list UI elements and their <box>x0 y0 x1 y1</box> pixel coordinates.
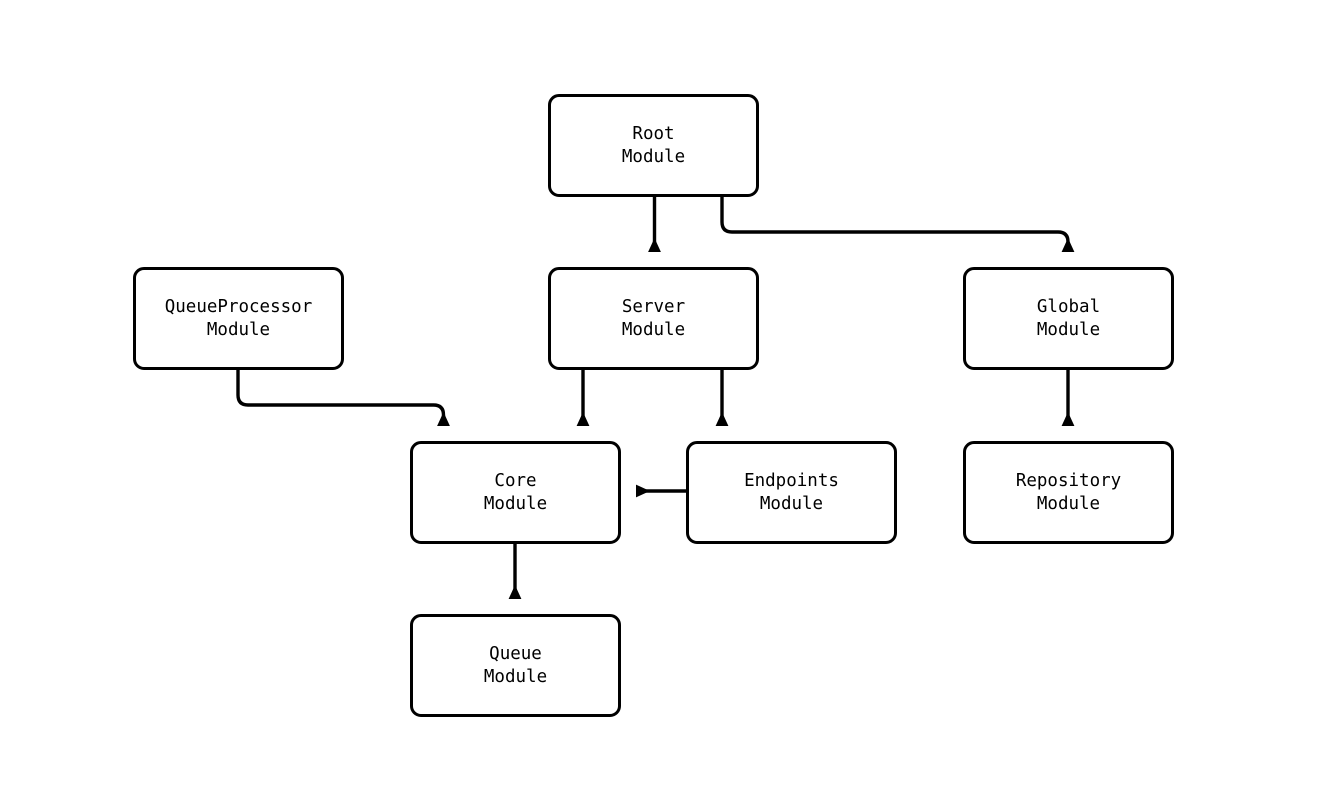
node-global-module[interactable]: Global Module <box>963 267 1174 370</box>
node-endpoints-module-label: Endpoints Module <box>744 471 839 514</box>
node-server-module-label: Server Module <box>621 297 686 340</box>
node-core-module-label: Core Module <box>483 471 548 514</box>
node-repository-module[interactable]: Repository Module <box>963 441 1174 544</box>
node-endpoints-module[interactable]: Endpoints Module <box>686 441 897 544</box>
node-root-module[interactable]: Root Module <box>548 94 759 197</box>
edge-root-to-global <box>720 197 1075 252</box>
edge-queueprocessor-to-core <box>236 370 450 426</box>
node-core-module[interactable]: Core Module <box>410 441 621 544</box>
node-root-module-label: Root Module <box>621 124 686 167</box>
node-global-module-label: Global Module <box>1036 297 1101 340</box>
node-queueprocessor-module[interactable]: QueueProcessor Module <box>133 267 344 370</box>
node-repository-module-label: Repository Module <box>1015 471 1122 514</box>
node-server-module[interactable]: Server Module <box>548 267 759 370</box>
node-queueprocessor-module-label: QueueProcessor Module <box>164 297 313 340</box>
node-queue-module-label: Queue Module <box>483 644 548 687</box>
node-queue-module[interactable]: Queue Module <box>410 614 621 717</box>
